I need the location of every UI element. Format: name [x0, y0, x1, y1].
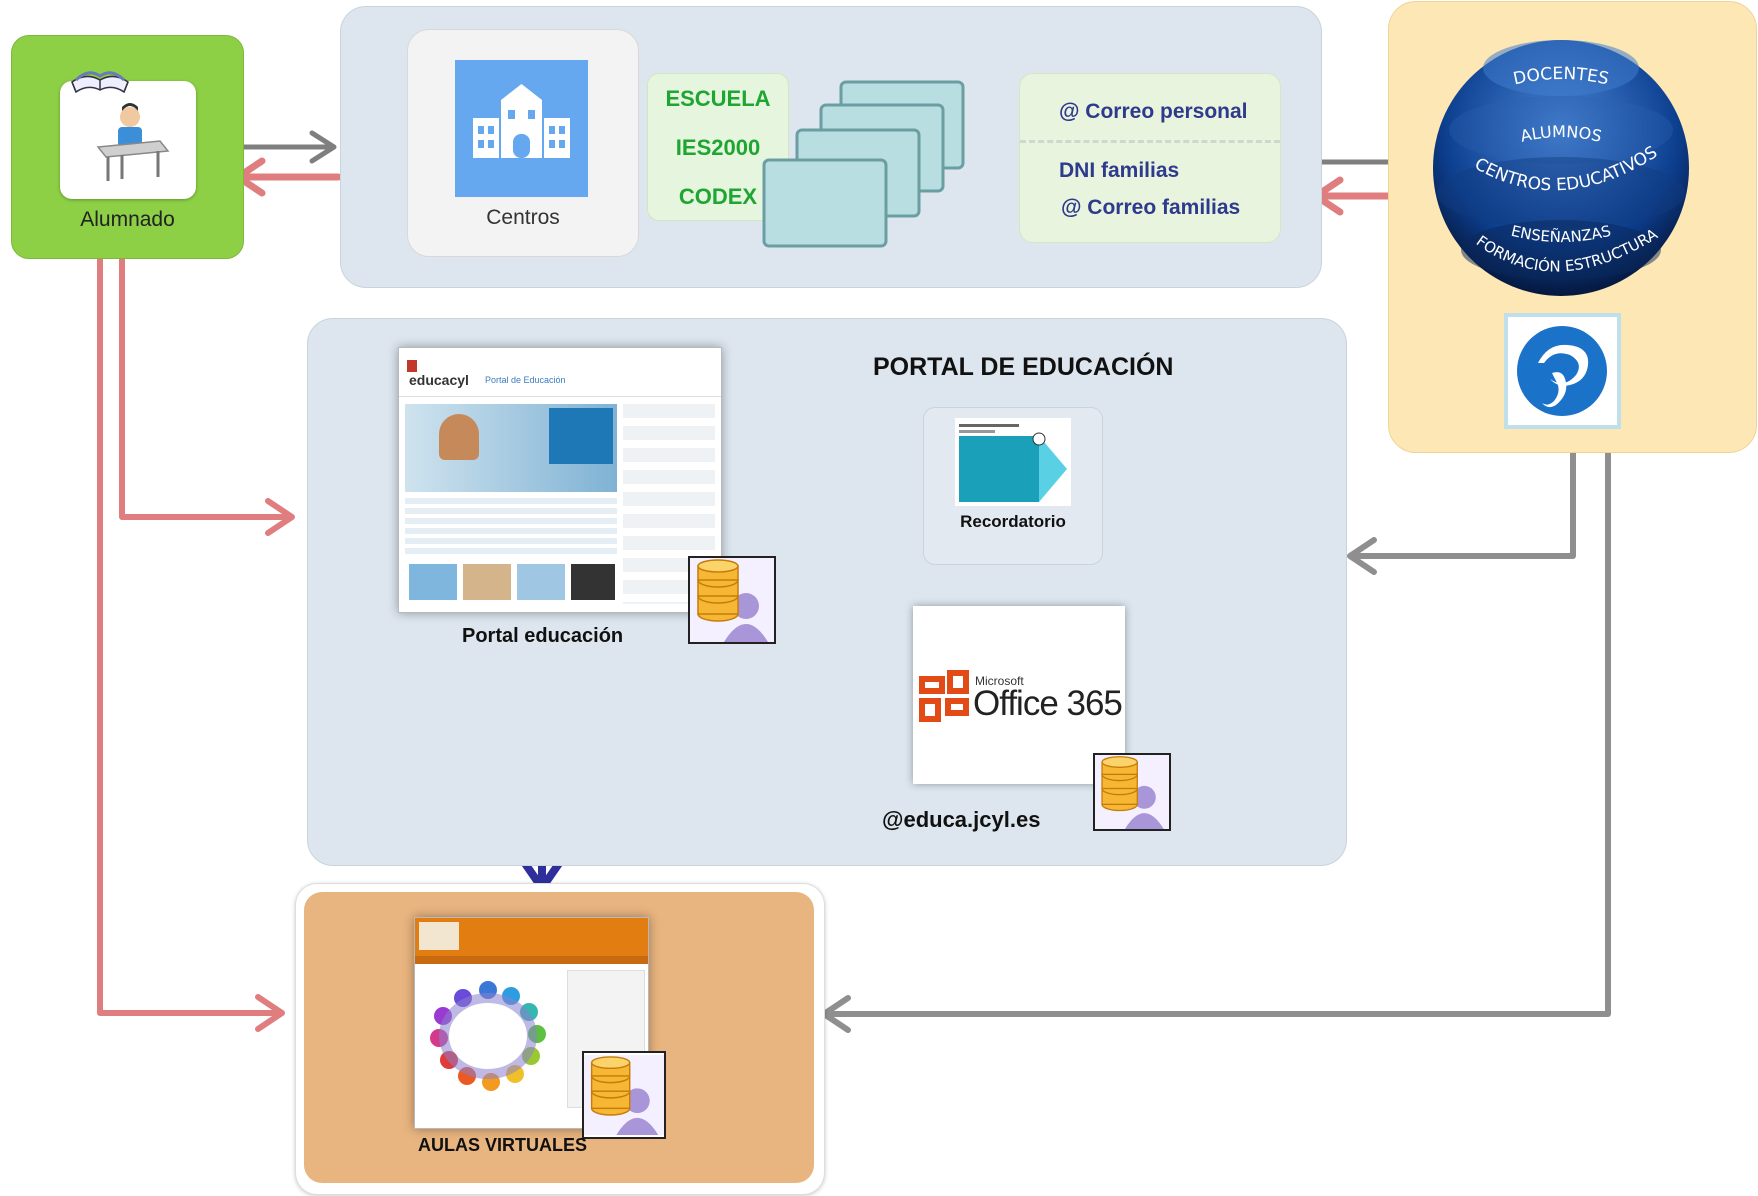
- recordatorio-card[interactable]: Recordatorio: [923, 407, 1103, 565]
- correo-familias[interactable]: @ Correo familias: [1061, 196, 1241, 219]
- centros-label: Centros: [486, 206, 560, 229]
- portal-shot-brand: educacyl: [409, 372, 469, 388]
- aulas-outer: AULAS VIRTUALES: [295, 883, 825, 1195]
- portal-shot-thumb: [409, 564, 457, 600]
- office365-card[interactable]: Microsoft Office 365: [913, 606, 1125, 784]
- portal-title: PORTAL DE EDUCACIÓN: [873, 353, 1174, 381]
- document-stack-icon: [762, 80, 965, 248]
- book-icon: [68, 58, 132, 98]
- database-user-icon: [582, 1051, 666, 1139]
- portal-shot-subtitle: Portal de Educación: [485, 375, 566, 385]
- correo-personal[interactable]: @ Correo personal: [1059, 100, 1248, 123]
- aulas-shot-logo: [419, 922, 459, 950]
- database-globe-icon: DOCENTES ALUMNOS CENTROS EDUCATIVOS ENSE…: [1431, 18, 1689, 296]
- portal-label: Portal educación: [462, 625, 624, 647]
- contact-info-box: [1019, 73, 1281, 243]
- jcyl-shield-icon: [407, 360, 417, 372]
- recordatorio-thumb: [955, 418, 1071, 506]
- aulas-shot-nav: [415, 956, 648, 964]
- recordatorio-label: Recordatorio: [960, 512, 1066, 531]
- portal-screenshot[interactable]: educacyl Portal de Educación: [398, 347, 722, 613]
- jcyl-logo-icon[interactable]: [1504, 313, 1621, 429]
- dni-familias[interactable]: DNI familias: [1059, 159, 1180, 182]
- database-user-icon: [688, 556, 776, 644]
- aulas-label: AULAS VIRTUALES: [418, 1135, 588, 1155]
- alumnado-label: Alumnado: [80, 208, 175, 231]
- centros-panel: Centros ESCUELA IES2000 CODEX @ Correo p…: [340, 6, 1322, 288]
- people-ring-icon: [430, 981, 546, 1091]
- school-building-icon: [455, 60, 588, 197]
- portal-shot-thumb: [463, 564, 511, 600]
- aulas-screenshot[interactable]: [414, 917, 649, 1129]
- portal-shot-thumb: [517, 564, 565, 600]
- portal-shot-child: [439, 414, 479, 460]
- domain-label: @educa.jcyl.es: [882, 807, 1041, 832]
- portal-shot-thumb: [571, 564, 615, 600]
- alumnado-box[interactable]: Alumnado: [11, 35, 244, 259]
- portal-shot-menu: [549, 408, 613, 464]
- app-escuela[interactable]: ESCUELA: [665, 86, 771, 111]
- ring-alumnos: ALUMNOS: [1519, 122, 1604, 146]
- portal-shot-header: educacyl Portal de Educación: [399, 348, 721, 397]
- centros-card[interactable]: Centros: [407, 29, 639, 257]
- divider: [1020, 140, 1280, 143]
- database-panel: DOCENTES ALUMNOS CENTROS EDUCATIVOS ENSE…: [1388, 1, 1757, 453]
- app-codex[interactable]: CODEX: [678, 184, 758, 209]
- database-user-icon: [1093, 753, 1171, 831]
- portal-panel: PORTAL DE EDUCACIÓN educacyl Portal de E…: [307, 318, 1347, 866]
- office-microsoft-label: Microsoft: [975, 674, 1024, 688]
- office-logo-icon: [919, 670, 971, 726]
- student-desk-icon: [60, 81, 196, 199]
- aulas-box[interactable]: AULAS VIRTUALES: [304, 892, 814, 1183]
- portal-shot-news: [405, 498, 617, 558]
- app-ies2000[interactable]: IES2000: [675, 135, 761, 160]
- office-product-label: Office 365: [973, 684, 1123, 723]
